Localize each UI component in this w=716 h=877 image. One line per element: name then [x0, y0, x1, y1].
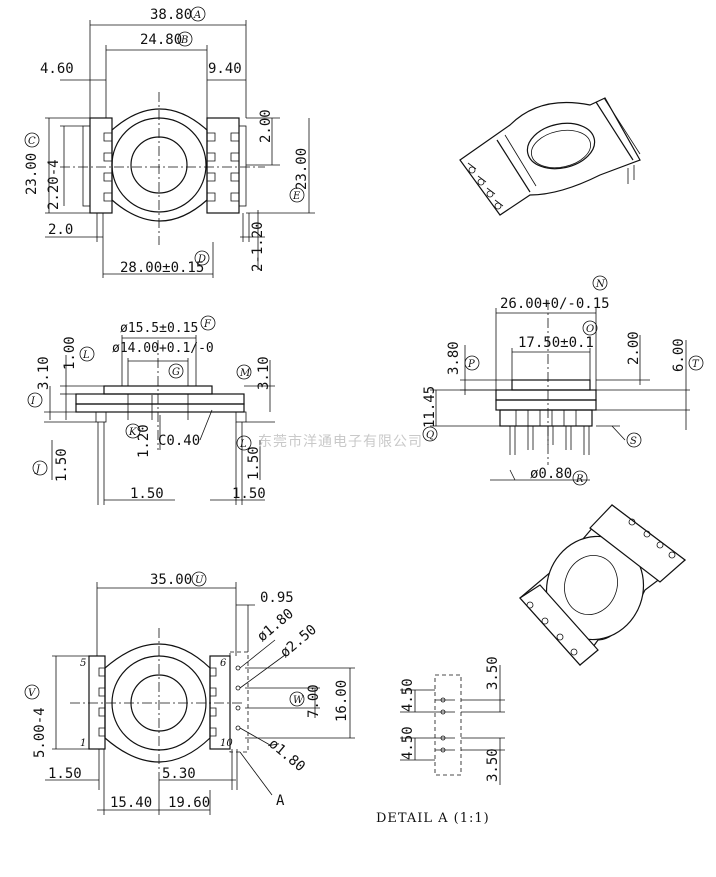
label-h: L: [82, 350, 90, 361]
dim-15-40: 15.40: [110, 795, 152, 811]
label-s: S: [630, 436, 637, 447]
dim-1-50-a: 1.50: [54, 448, 70, 482]
detail-dim-3-50-b: 3.50: [485, 748, 501, 782]
detail-caption: DETAIL A (1:1): [376, 811, 490, 826]
isometric-view-top: [459, 97, 641, 216]
dim-24-80: 24.80: [140, 32, 182, 48]
detail-view: 4.50 4.50 3.50 3.50 DETAIL A (1:1): [376, 656, 505, 826]
dim-38-80: 38.80: [150, 7, 192, 23]
label-p: P: [467, 359, 475, 370]
dim-3-10-left: 3.10: [36, 356, 52, 390]
detail-dim-4-50-b: 4.50: [400, 726, 416, 760]
detail-ref-a: A: [276, 793, 285, 809]
dim-2-00-front: 2.00: [626, 331, 642, 365]
label-t: T: [692, 359, 700, 370]
label-l: L: [239, 439, 247, 450]
label-e: E: [292, 191, 301, 202]
dim-2-00: 2.00: [258, 109, 274, 143]
dim-0-95: 0.95: [260, 590, 294, 606]
pin-number-1: 1: [80, 738, 86, 749]
front-view: 26.00+0/-0.15 N O 17.50±0.1 3.80 P 2.00 …: [422, 275, 704, 486]
side-view: ø15.5±0.15 F ø14.00+0.1/-0 G 1.00 L 3.10…: [27, 315, 275, 505]
dim-1-50-b: 1.50: [246, 446, 262, 480]
bottom-view: 35.00 U 0.95 ø1.80 ø2.50 7.00 W 16.00 5.…: [24, 571, 355, 815]
dim-4-60: 4.60: [40, 61, 74, 77]
dim-6-00: 6.00: [671, 338, 687, 372]
label-w: W: [293, 695, 304, 706]
dim-16-00: 16.00: [334, 680, 350, 722]
label-i: I: [30, 396, 36, 407]
dim-2-0: 2.0: [48, 222, 73, 238]
label-m: M: [239, 368, 251, 379]
dim-28-00: 28.00±0.15: [120, 260, 204, 276]
label-n: N: [595, 279, 606, 290]
dim-5-00-4: 5.00-4: [32, 707, 48, 758]
label-v: V: [28, 688, 37, 699]
label-d: D: [197, 254, 206, 265]
dim-3-80: 3.80: [446, 341, 462, 375]
dim-2-1-20: 2-1.20: [250, 221, 266, 272]
dim-19-60: 19.60: [168, 795, 210, 811]
pin-number-6: 6: [220, 658, 227, 669]
dim-17-50: 17.50±0.1: [518, 335, 594, 351]
label-r: R: [575, 474, 584, 485]
watermark: 东莞市洋通电子有限公司: [258, 433, 423, 450]
pin-number-10: 10: [220, 738, 233, 749]
dim-5-30: 5.30: [162, 766, 196, 782]
dim-3-10-right: 3.10: [256, 356, 272, 390]
dim-9-40: 9.40: [208, 61, 242, 77]
dim-1-50-bottom: 1.50: [48, 766, 82, 782]
dim-phi-1-80-b: ø1.80: [265, 736, 308, 775]
dim-phi-14-00: ø14.00+0.1/-0: [112, 341, 214, 356]
label-b: B: [180, 35, 188, 46]
dim-phi-15-5: ø15.5±0.15: [120, 321, 198, 336]
dim-1-50-d: 1.50: [232, 486, 266, 502]
dim-phi-0-80: ø0.80: [530, 466, 572, 482]
label-f: F: [203, 319, 212, 330]
label-a: A: [193, 10, 201, 21]
dim-1-50-c: 1.50: [130, 486, 164, 502]
dim-23-00-left: 23.00: [24, 153, 40, 195]
dim-11-45: 11.45: [422, 386, 438, 428]
isometric-view-bottom: [519, 504, 686, 666]
dim-2-20-4: 2.20-4: [46, 159, 62, 210]
dim-1-20: 1.20: [136, 424, 152, 458]
label-g: G: [172, 367, 180, 378]
dim-35-00: 35.00: [150, 572, 192, 588]
detail-dim-4-50-a: 4.50: [400, 678, 416, 712]
dim-23-00-right: 23.00: [294, 148, 310, 190]
label-k: K: [128, 427, 137, 438]
top-view: 38.80 A 24.80 B 4.60 9.40 23.00 C 2.20-4…: [24, 6, 315, 278]
label-j: J: [34, 464, 41, 475]
detail-dim-3-50-a: 3.50: [485, 656, 501, 690]
dim-26-00: 26.00+0/-0.15: [500, 296, 610, 312]
label-c: C: [28, 136, 36, 147]
dim-7-00: 7.00: [306, 684, 322, 718]
pin-number-5: 5: [80, 658, 86, 669]
label-u: U: [195, 575, 204, 586]
dim-1-00: 1.00: [62, 336, 78, 370]
dim-c0-40: C0.40: [158, 433, 200, 449]
label-o: O: [586, 324, 594, 335]
label-q: Q: [426, 430, 434, 441]
